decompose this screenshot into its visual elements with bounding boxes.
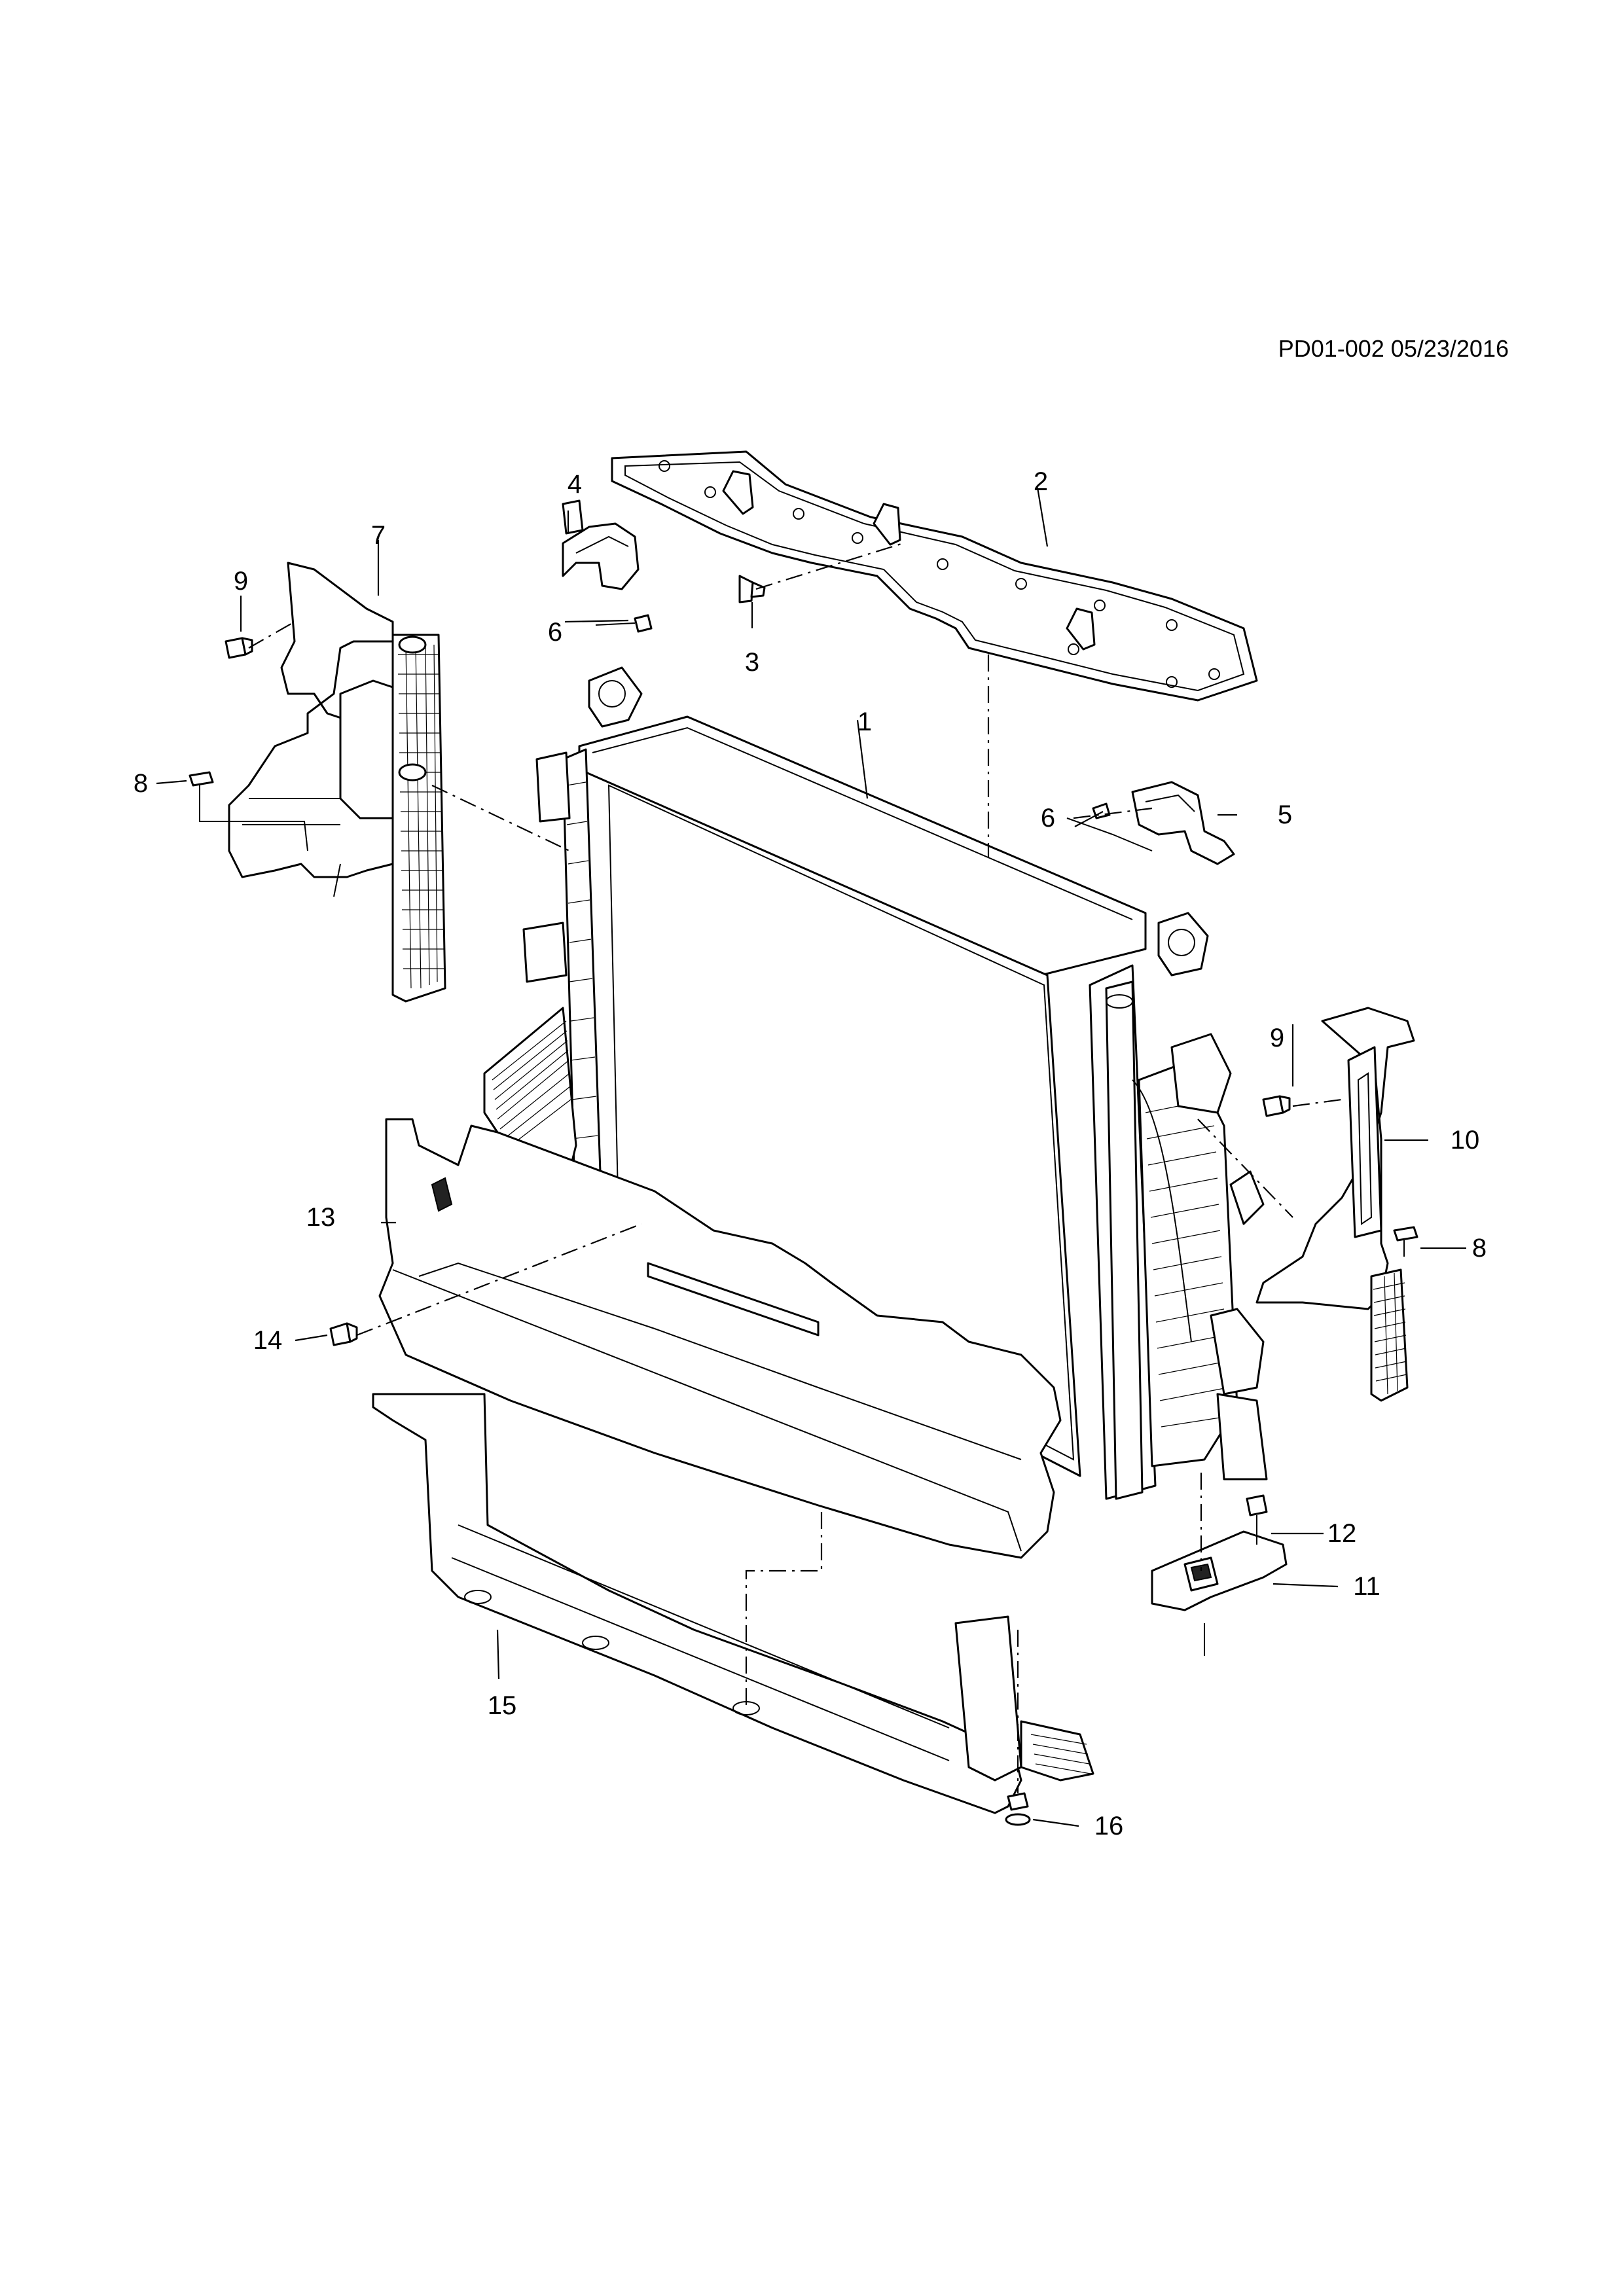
- callout-3: 3: [744, 648, 760, 677]
- callout-5: 5: [1277, 800, 1293, 829]
- callout-6b: 6: [1040, 804, 1056, 833]
- callout-16: 16: [1094, 1812, 1124, 1840]
- callout-1: 1: [857, 708, 873, 736]
- upper-bracket-left: [562, 499, 640, 590]
- callout-6a: 6: [547, 618, 563, 647]
- lower-air-deflector: [378, 1118, 1062, 1559]
- callout-9a: 9: [233, 567, 249, 596]
- callout-15: 15: [487, 1691, 517, 1720]
- callout-8b: 8: [1471, 1234, 1487, 1263]
- callout-10: 10: [1450, 1126, 1480, 1155]
- radiator: [483, 666, 1268, 1500]
- upper-bracket-right: [1131, 781, 1235, 865]
- callout-11: 11: [1353, 1572, 1380, 1601]
- lower-support: [372, 1393, 1094, 1814]
- callout-2: 2: [1033, 467, 1049, 496]
- callout-12: 12: [1327, 1519, 1357, 1548]
- callout-14: 14: [253, 1326, 283, 1355]
- side-baffle-left: [228, 562, 446, 1003]
- lower-insulator: [1151, 1530, 1288, 1611]
- upper-air-deflector: [611, 450, 1258, 702]
- assembly-lines: [199, 542, 1343, 1793]
- fasteners: [189, 575, 1418, 1826]
- document-id: PD01-002 05/23/2016: [1278, 335, 1509, 362]
- callout-8a: 8: [133, 769, 149, 798]
- callout-7: 7: [370, 521, 386, 550]
- callout-13: 13: [306, 1203, 336, 1232]
- leader-lines: [156, 487, 1466, 1827]
- side-baffle-right: [1255, 1007, 1415, 1402]
- callout-9b: 9: [1269, 1024, 1285, 1052]
- callout-4: 4: [567, 470, 583, 499]
